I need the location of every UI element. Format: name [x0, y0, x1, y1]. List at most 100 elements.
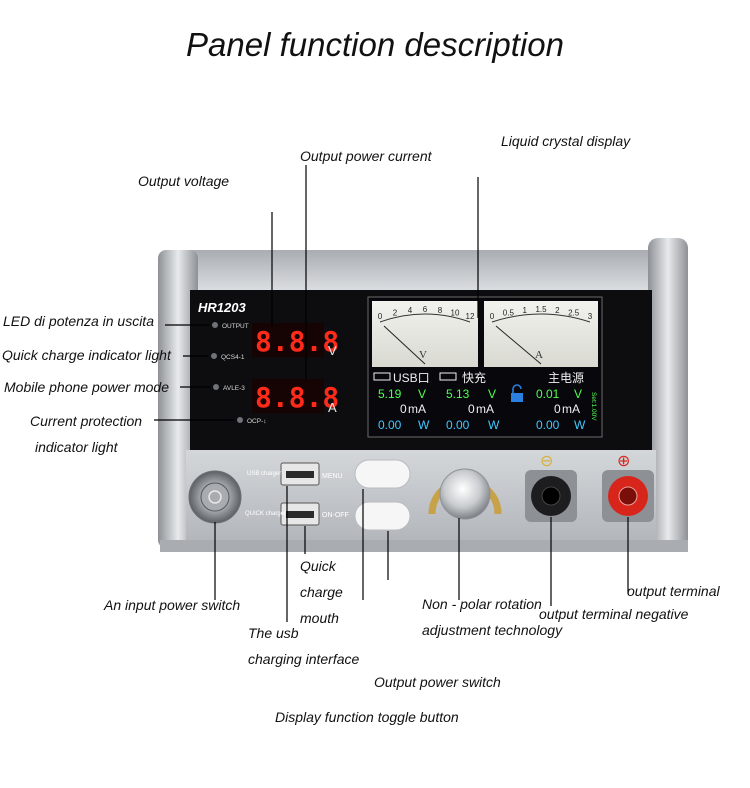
indicator-qcs: QCS4-1	[211, 353, 245, 361]
label-output-voltage: Output voltage	[138, 173, 230, 189]
label-output-terminal-negative: output terminal negative	[539, 606, 689, 622]
voltmeter-unit: V	[419, 349, 427, 361]
voltage-unit: V	[328, 343, 337, 358]
label-liquid-crystal-display: Liquid crystal display	[501, 133, 631, 149]
leader-lines	[154, 165, 629, 622]
quick-port-label: QUICK charger	[245, 511, 286, 517]
voltmeter-tick-label: 6	[423, 305, 428, 314]
output-power-switch-button[interactable]	[354, 501, 411, 531]
label-usb-1: The usb	[248, 625, 299, 641]
lcd-set-value: Set:1.00V	[590, 392, 597, 421]
voltmeter-tick-label: 2	[393, 309, 398, 318]
ammeter-unit: A	[535, 349, 543, 361]
label-quick-charge-indicator: Quick charge indicator light	[2, 347, 171, 363]
voltmeter: 0 2 4 6 8 10 12 V	[372, 301, 478, 367]
indicator-avle: AVLE-3	[213, 384, 245, 392]
usb-current-unit: mA	[408, 402, 426, 416]
main-voltage: 0.01	[536, 387, 560, 401]
ammeter-tick-label: 2	[555, 306, 560, 315]
negative-symbol: ⊖	[540, 451, 553, 470]
main-voltage-unit: V	[574, 387, 582, 401]
voltmeter-tick-label: 10	[451, 309, 460, 318]
label-output-power-switch: Output power switch	[374, 674, 501, 690]
quick-power-unit: W	[488, 418, 500, 432]
indicator-output: OUTPUT	[212, 322, 249, 330]
label-usb-2: charging interface	[248, 651, 360, 667]
label-nonpolar-2: adjustment technology	[422, 622, 563, 638]
indicator-ocp: OCP-↕	[237, 417, 267, 425]
current-unit: A	[328, 400, 337, 415]
ocp-led	[237, 417, 243, 423]
power-icon	[208, 490, 222, 504]
quick-charge-port[interactable]	[280, 502, 320, 526]
voltmeter-tick-label: 4	[408, 306, 413, 315]
ammeter: 0 0.5 1 1.5 2 2.5 3 A	[484, 301, 598, 367]
quick-current: 0	[468, 402, 475, 416]
adjustment-knob[interactable]	[428, 468, 502, 520]
menu-label: MENU	[322, 473, 343, 480]
lcd-header-main: 主电源	[548, 371, 584, 385]
ammeter-tick-label: 1.5	[535, 305, 547, 314]
ammeter-tick-label: 3	[588, 312, 593, 321]
label-quick-charge-1: Quick	[300, 558, 336, 574]
qcs-led	[211, 353, 217, 359]
label-input-power-switch: An input power switch	[104, 597, 241, 613]
label-mobile-phone-mode: Mobile phone power mode	[4, 379, 169, 395]
usb-voltage: 5.19	[378, 387, 402, 401]
label-output-power-current: Output power current	[300, 148, 432, 164]
indicator-label: QCS4-1	[221, 354, 245, 361]
ammeter-tick-label: 1	[522, 306, 527, 315]
input-power-switch[interactable]	[188, 470, 242, 524]
negative-output-terminal[interactable]	[525, 470, 577, 522]
quick-power: 0.00	[446, 418, 470, 432]
main-power: 0.00	[536, 418, 560, 432]
label-current-protection: Current protection	[30, 413, 143, 429]
voltmeter-tick-label: 0	[378, 312, 383, 321]
usb-power: 0.00	[378, 418, 402, 432]
label-current-protection-2: indicator light	[35, 439, 118, 455]
indicator-label: AVLE-3	[223, 385, 245, 392]
usb-port-label: USB charger	[247, 471, 281, 477]
positive-symbol: ⊕	[617, 451, 630, 470]
avle-led	[213, 384, 219, 390]
label-led-output: LED di potenza in uscita	[3, 313, 154, 329]
label-quick-charge-3: mouth	[300, 610, 339, 626]
ammeter-tick-label: 2.5	[568, 309, 580, 318]
ammeter-tick-label: 0.5	[503, 309, 515, 318]
lock-icon	[511, 384, 523, 402]
battery-icon	[439, 372, 457, 381]
positive-output-terminal[interactable]	[602, 470, 654, 522]
battery-icon	[373, 372, 391, 381]
usb-power-unit: W	[418, 418, 430, 432]
ammeter-tick-label: 0	[490, 312, 495, 321]
usb-current: 0	[400, 402, 407, 416]
model-name: HR1203	[198, 300, 246, 315]
voltmeter-tick-label: 8	[438, 306, 443, 315]
label-quick-charge-2: charge	[300, 584, 343, 600]
quick-voltage: 5.13	[446, 387, 470, 401]
quick-voltage-unit: V	[488, 387, 496, 401]
usb-charging-port[interactable]	[280, 462, 320, 486]
lcd-header-usb: USB口	[393, 371, 430, 385]
indicator-label: OUTPUT	[222, 323, 249, 330]
voltmeter-needle	[383, 325, 426, 365]
ammeter-needle	[495, 325, 542, 365]
display-toggle-button[interactable]	[354, 459, 411, 489]
label-display-toggle: Display function toggle button	[275, 709, 459, 725]
label-output-terminal: output terminal	[627, 583, 720, 599]
voltmeter-tick-label: 12	[466, 312, 475, 321]
voltage-digits: 8.8.8	[255, 325, 339, 358]
output-led	[212, 322, 218, 328]
indicator-label: OCP-↕	[247, 418, 267, 425]
quick-current-unit: mA	[476, 402, 494, 416]
main-power-unit: W	[574, 418, 586, 432]
current-display: 8.8.8 A	[252, 379, 339, 415]
usb-voltage-unit: V	[418, 387, 426, 401]
label-nonpolar-1: Non - polar rotation	[422, 596, 542, 612]
main-current: 0	[554, 402, 561, 416]
current-digits: 8.8.8	[255, 381, 339, 414]
main-current-unit: mA	[562, 402, 580, 416]
onoff-label: ON-OFF	[322, 512, 349, 519]
